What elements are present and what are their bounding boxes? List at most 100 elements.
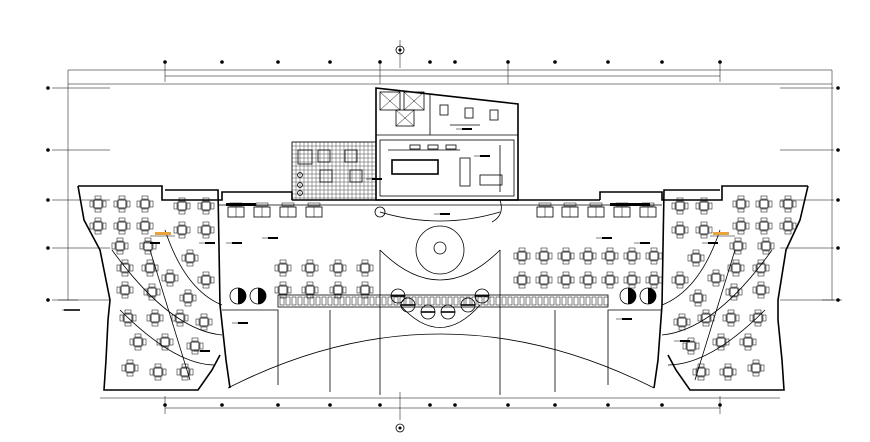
front-facade xyxy=(222,249,662,395)
dining-table-icon xyxy=(697,309,715,327)
dining-table-icon xyxy=(197,271,215,289)
north-marker-icon xyxy=(395,45,405,433)
dining-table-icon xyxy=(116,281,134,299)
dining-table-icon xyxy=(725,283,743,301)
dining-table-icon xyxy=(305,202,323,218)
dining-table-icon xyxy=(173,221,191,239)
dining-table-icon xyxy=(329,281,347,299)
dining-table-icon xyxy=(356,259,374,277)
grid-bubble-icon xyxy=(378,60,382,64)
dining-table-icon xyxy=(171,309,189,327)
dining-table-icon xyxy=(732,217,750,235)
grid-bubble-icon xyxy=(220,403,224,407)
dining-table-icon xyxy=(139,237,157,255)
grid-bubble-icon xyxy=(46,298,50,302)
dining-table-icon xyxy=(601,271,619,289)
dining-table-icon xyxy=(779,195,797,213)
grid-bubble-icon xyxy=(836,86,840,90)
dining-table-icon xyxy=(536,202,554,218)
grid-bubble-icon xyxy=(606,60,610,64)
dining-table-icon xyxy=(755,217,773,235)
dining-table-icon xyxy=(601,247,619,265)
dining-table-icon xyxy=(732,195,750,213)
dining-table-icon xyxy=(181,249,199,267)
dining-table-icon xyxy=(579,247,597,265)
dining-table-icon xyxy=(121,359,139,377)
dining-table-icon xyxy=(173,197,191,215)
dining-table-icon xyxy=(557,271,575,289)
dining-table-icon xyxy=(727,259,745,277)
dining-table-icon xyxy=(113,195,131,213)
dining-table-icon xyxy=(712,333,730,351)
grid-bubble-icon xyxy=(46,148,50,152)
grid-bubble-icon xyxy=(553,60,557,64)
dining-table-icon xyxy=(689,289,707,307)
grid-bubble-icon xyxy=(660,60,664,64)
dining-table-icon xyxy=(729,237,747,255)
grid-bubble-icon xyxy=(836,148,840,152)
grid-bubble-icon xyxy=(718,403,722,407)
dining-table-icon xyxy=(707,269,725,287)
dining-table-icon xyxy=(179,289,197,307)
grid-bubble-icon xyxy=(453,403,457,407)
dining-table-icon xyxy=(587,202,605,218)
dining-table-icon xyxy=(687,249,705,267)
dining-table-icon xyxy=(719,363,737,381)
dining-table-icon xyxy=(579,271,597,289)
dining-table-icon xyxy=(671,197,689,215)
dining-table-icon xyxy=(161,269,179,287)
dining-table-icon xyxy=(779,217,797,235)
dining-table-icon xyxy=(119,309,137,327)
dining-table-icon xyxy=(113,217,131,235)
dining-table-icon xyxy=(645,247,663,265)
grid-bubble-icon xyxy=(718,60,722,64)
dining-table-icon xyxy=(671,221,689,239)
dining-table-icon xyxy=(274,259,292,277)
dining-table-icon xyxy=(356,281,374,299)
service-block xyxy=(375,87,519,201)
grid-bubble-icon xyxy=(506,403,510,407)
dining-table-icon xyxy=(623,247,641,265)
dining-table-icon xyxy=(143,283,161,301)
dining-table-icon xyxy=(197,197,215,215)
dining-table-icon xyxy=(757,237,775,255)
dining-table-icon xyxy=(301,281,319,299)
dining-table-icon xyxy=(301,259,319,277)
grid-bubble-icon xyxy=(836,246,840,250)
dining-table-icon xyxy=(752,259,770,277)
dining-table-icon xyxy=(673,313,691,331)
dining-table-icon xyxy=(557,247,575,265)
grid-bubble-icon xyxy=(453,60,457,64)
dining-table-icon xyxy=(136,217,154,235)
grid-bubble-icon xyxy=(220,60,224,64)
grid-bubble-icon xyxy=(46,246,50,250)
dining-table-icon xyxy=(146,309,164,327)
dining-table-icon xyxy=(695,197,713,215)
grid-bubble-icon xyxy=(163,60,167,64)
main-outline xyxy=(77,185,809,391)
dining-table-icon xyxy=(682,337,700,355)
grid-bubble-icon xyxy=(46,86,50,90)
dining-table-icon xyxy=(116,259,134,277)
grid-bubble-icon xyxy=(660,403,664,407)
grid-bubble-icon xyxy=(553,403,557,407)
dining-table-icon xyxy=(279,202,297,218)
dining-table-icon xyxy=(645,271,663,289)
grid-bubble-icon xyxy=(328,60,332,64)
dining-table-icon xyxy=(623,271,641,289)
grid-bubble-icon xyxy=(46,198,50,202)
dining-table-icon xyxy=(136,195,154,213)
grid-bubbles xyxy=(46,60,840,407)
grid-bubble-icon xyxy=(378,403,382,407)
dining-table-icon xyxy=(755,195,773,213)
dining-table-icon xyxy=(749,309,767,327)
booth-tables xyxy=(226,202,657,218)
grid-bubble-icon xyxy=(276,403,280,407)
revolving-doors xyxy=(229,287,657,320)
dining-table-icon xyxy=(111,237,129,255)
dining-table-icon xyxy=(752,281,770,299)
dining-table-icon xyxy=(722,309,740,327)
grid-bubble-icon xyxy=(163,403,167,407)
dining-table-icon xyxy=(129,333,147,351)
grid-bubble-icon xyxy=(836,298,840,302)
